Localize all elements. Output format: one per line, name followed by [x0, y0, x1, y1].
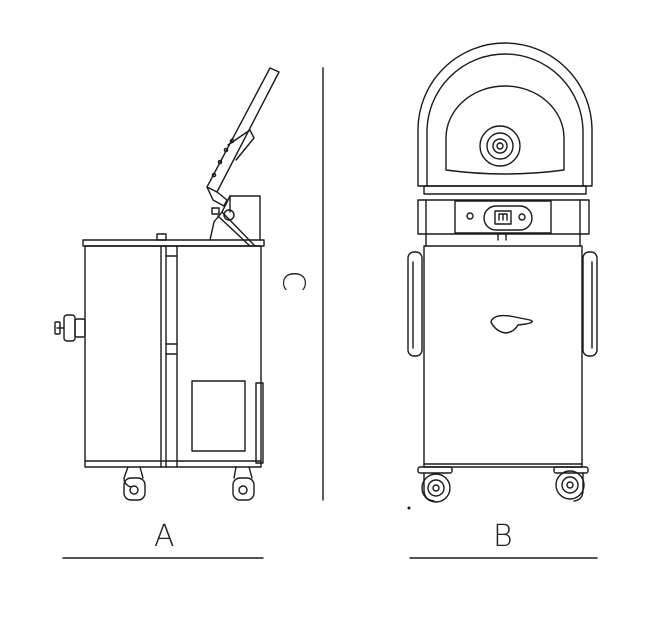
side-top-lip: [83, 240, 264, 246]
depth-label: B: [493, 519, 513, 554]
front-logo: [491, 316, 532, 333]
front-indicator-light: [467, 213, 473, 219]
side-body: [85, 246, 261, 467]
front-hood-light: [480, 126, 520, 166]
side-lid-housing: [210, 196, 260, 246]
front-control-knob: [484, 206, 532, 230]
height-label: C: [275, 270, 311, 292]
side-caster-rear: [233, 467, 254, 500]
side-top-knob: [157, 234, 166, 240]
front-hood-inner: [427, 54, 583, 186]
front-caster-left: [418, 467, 452, 502]
side-caster-front: [124, 467, 145, 500]
side-view: [55, 68, 279, 500]
front-view: [408, 43, 597, 509]
side-lid-pivot: [224, 210, 234, 220]
side-access-panel: [192, 381, 245, 451]
front-control-band: [418, 200, 589, 234]
front-hood-outer: [418, 43, 592, 186]
front-handle-left: [408, 252, 422, 356]
front-caster-right: [554, 467, 588, 501]
side-lid-arm: [207, 68, 279, 206]
front-cabinet: [424, 246, 582, 467]
front-hood-window: [446, 86, 564, 174]
side-knob: [55, 315, 85, 341]
width-label: A: [154, 519, 175, 554]
front-handle-right: [583, 252, 597, 356]
